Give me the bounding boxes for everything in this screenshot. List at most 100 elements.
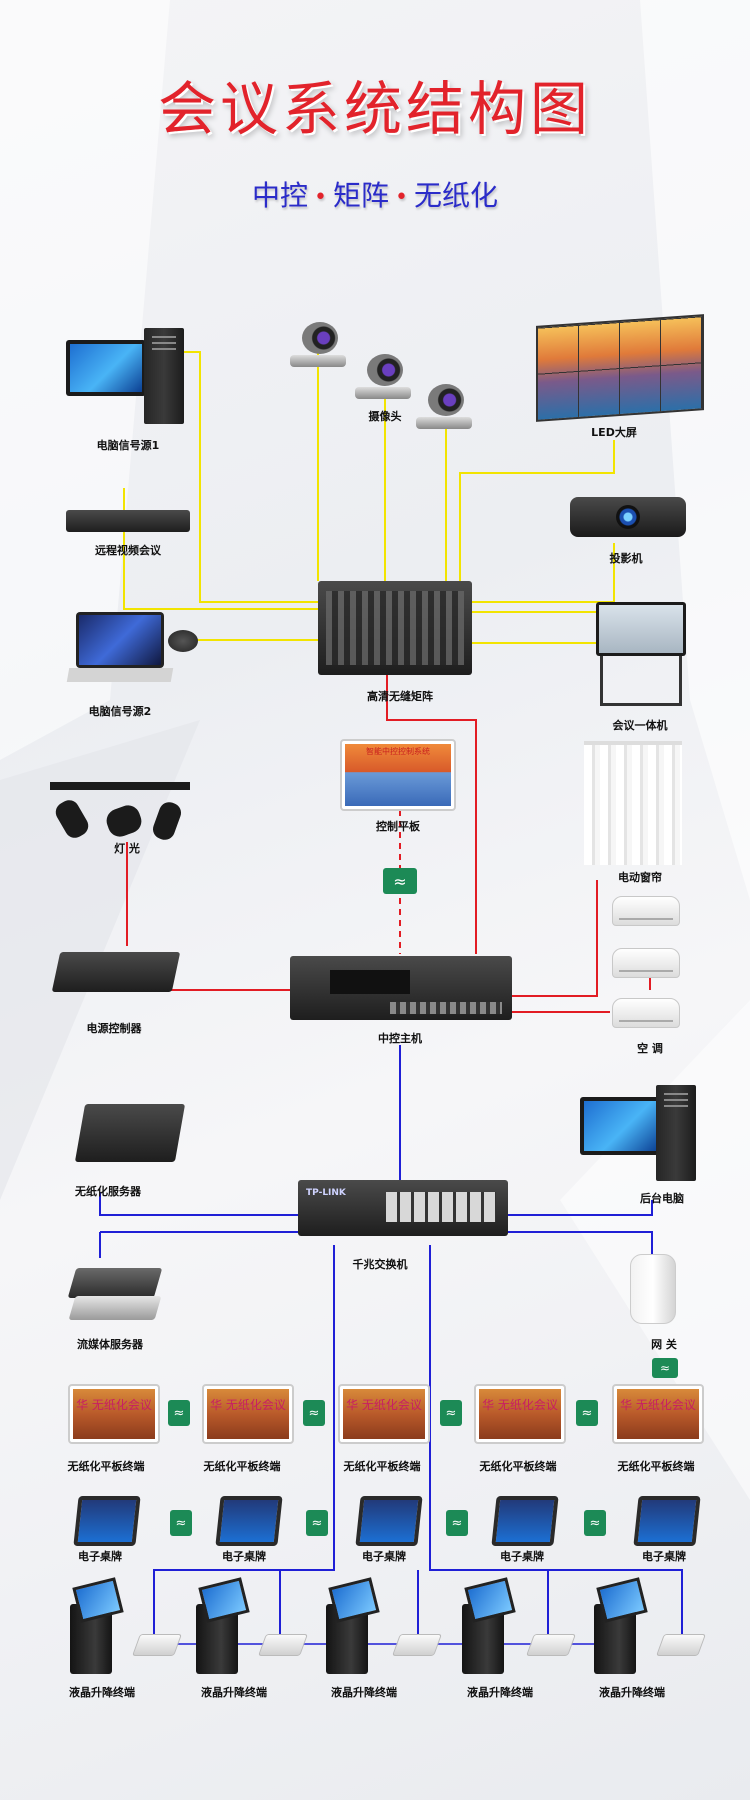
- label-video-conference: 远程视频会议: [95, 544, 161, 557]
- wifi-icon: ≈: [303, 1400, 325, 1426]
- electronic-nameplate: [633, 1496, 701, 1546]
- video-conference-device: [66, 510, 190, 532]
- wifi-icon: ≈: [170, 1510, 192, 1536]
- display-stand: [600, 656, 682, 706]
- lcd-lift-terminal: [70, 1577, 124, 1674]
- label-e-nameplate: 电子桌牌: [222, 1550, 266, 1563]
- air-conditioner-icon: [612, 998, 680, 1028]
- label-paperless-server: 无纸化服务器: [75, 1185, 141, 1198]
- label-e-nameplate: 电子桌牌: [362, 1550, 406, 1563]
- tablet-screen-title: 华 无纸化会议: [210, 1398, 286, 1412]
- label-lcd-lift: 液晶升降终端: [599, 1686, 665, 1699]
- network-box-icon: [131, 1634, 183, 1656]
- control-pad-screen-text: 智能中控控制系统: [366, 747, 430, 756]
- label-e-nameplate: 电子桌牌: [642, 1550, 686, 1563]
- network-box-icon: [655, 1634, 707, 1656]
- label-switch: 千兆交换机: [352, 1258, 408, 1271]
- laptop-icon: [66, 612, 174, 692]
- hd-matrix-device: [318, 581, 472, 675]
- label-gateway: 网 关: [651, 1338, 677, 1351]
- camera-icon: [428, 384, 464, 416]
- lcd-lift-terminal: [326, 1577, 380, 1674]
- label-control-pad: 控制平板: [376, 820, 420, 833]
- backend-pc-monitor: [580, 1097, 662, 1155]
- camera-base: [355, 387, 411, 399]
- camera-base: [416, 417, 472, 429]
- label-pc2: 电脑信号源2: [88, 705, 152, 718]
- backend-pc-tower: [656, 1085, 696, 1181]
- camera-base: [290, 355, 346, 367]
- wifi-icon: ≈: [446, 1510, 468, 1536]
- electronic-nameplate: [355, 1496, 423, 1546]
- streaming-server-device: [68, 1296, 162, 1320]
- gateway-router-icon: [630, 1254, 676, 1324]
- control-signal-lines: [126, 675, 651, 1013]
- page-subtitle: 中控•矩阵•无纸化: [0, 174, 750, 214]
- paperless-tablet-terminal: 华 无纸化会议: [202, 1384, 294, 1444]
- label-paperless-tablet: 无纸化平板终端: [203, 1460, 281, 1473]
- pc1-monitor: [66, 340, 146, 396]
- network-lines: [99, 1045, 683, 1645]
- central-controller-device: [290, 956, 512, 1020]
- label-paperless-tablet: 无纸化平板终端: [479, 1460, 557, 1473]
- label-camera: 摄像头: [368, 410, 402, 423]
- gigabit-switch-device: TP-LINK: [298, 1180, 508, 1236]
- wifi-icon: ≈: [584, 1510, 606, 1536]
- projector-icon: [570, 497, 686, 537]
- label-lcd-lift: 液晶升降终端: [201, 1686, 267, 1699]
- label-paperless-tablet: 无纸化平板终端: [67, 1460, 145, 1473]
- power-controller-device: [51, 952, 181, 992]
- wifi-icon: ≈: [652, 1358, 678, 1378]
- subtitle-separator: •: [314, 185, 327, 210]
- subtitle-separator: •: [395, 185, 408, 210]
- switch-brand-logo: TP-LINK: [306, 1188, 346, 1198]
- tablet-screen-title: 华 无纸化会议: [620, 1398, 696, 1412]
- label-all-in-one: 会议一体机: [612, 719, 668, 732]
- electronic-nameplate: [491, 1496, 559, 1546]
- wifi-icon: ≈: [440, 1400, 462, 1426]
- paperless-tablet-terminal: 华 无纸化会议: [68, 1384, 160, 1444]
- conference-display-icon: [596, 602, 686, 656]
- curtain-icon: [584, 741, 682, 865]
- electronic-nameplate: [215, 1496, 283, 1546]
- streaming-server-device: [67, 1268, 163, 1298]
- label-main-controller: 中控主机: [378, 1032, 422, 1045]
- label-paperless-tablet: 无纸化平板终端: [617, 1460, 695, 1473]
- wifi-icon: ≈: [306, 1510, 328, 1536]
- label-e-nameplate: 电子桌牌: [78, 1550, 122, 1563]
- paperless-tablet-terminal: 华 无纸化会议: [612, 1384, 704, 1444]
- lcd-lift-terminal: [594, 1577, 648, 1674]
- wifi-icon: ≈: [168, 1400, 190, 1426]
- paperless-tablet-terminal: 华 无纸化会议: [474, 1384, 566, 1444]
- label-lights: 灯 光: [114, 842, 140, 855]
- subtitle-matrix: 矩阵: [332, 179, 389, 212]
- subtitle-paperless: 无纸化: [413, 179, 498, 212]
- label-lcd-lift: 液晶升降终端: [331, 1686, 397, 1699]
- control-pad-icon: 智能中控控制系统: [340, 739, 456, 811]
- electronic-nameplate: [73, 1496, 141, 1546]
- label-matrix: 高清无缝矩阵: [367, 690, 433, 703]
- pc1-tower: [144, 328, 184, 424]
- label-streaming-server: 流媒体服务器: [77, 1338, 143, 1351]
- tablet-screen-title: 华 无纸化会议: [76, 1398, 152, 1412]
- page-title: 会议系统结构图: [157, 75, 592, 143]
- label-lcd-lift: 液晶升降终端: [69, 1686, 135, 1699]
- network-box-icon: [257, 1634, 309, 1656]
- label-projector: 投影机: [609, 552, 643, 565]
- label-led: LED大屏: [591, 426, 637, 439]
- paperless-server-device: [74, 1104, 186, 1162]
- air-conditioner-icon: [612, 948, 680, 978]
- label-backend-pc: 后台电脑: [640, 1192, 684, 1205]
- led-screen-icon: [536, 314, 704, 422]
- track-light-icon: [50, 782, 190, 843]
- lcd-lift-terminal: [462, 1577, 516, 1674]
- camera-icon: [367, 354, 403, 386]
- lcd-lift-terminal: [196, 1577, 250, 1674]
- wifi-icon: ≈: [576, 1400, 598, 1426]
- wireless-presenter-icon: [168, 630, 198, 652]
- label-curtain: 电动窗帘: [618, 871, 662, 884]
- tablet-screen-title: 华 无纸化会议: [346, 1398, 422, 1412]
- label-paperless-tablet: 无纸化平板终端: [343, 1460, 421, 1473]
- wifi-icon: ≈: [383, 868, 417, 894]
